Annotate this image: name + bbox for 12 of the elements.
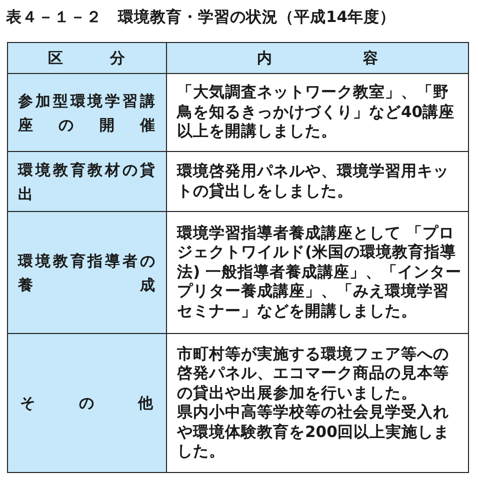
column-header: 区 分 [48,48,126,69]
content-text: 市町村等が実施する環境フェア等への啓発パネル、エコマーク商品の見本等の貸出や出展参加を行いました。 [177,344,450,403]
table-title: 表４－１－２ 環境教育・学習の状況（平成14年度） [6,7,396,28]
category-label: 参加型環境学習講座の開催 [18,90,156,136]
content-text: 「大気調査ネットワーク教室」、「野鳥を知るきっかけづくり」など40講座以上を開講しました。 [177,83,456,142]
content-text: 環境啓発用パネルや、環境学習用キットの貸出しをしました。 [177,162,450,201]
column-header: 内 容 [257,48,378,69]
category-label: その他 [20,393,154,414]
content-text: 環境学習指導者養成講座として 「プロジェクトワイルド(米国の環境教育指導法) 一般指導者養成講座」、「インタープリター養成講座」、「みえ環境学習セミナー」などを開講しました。 [177,224,462,322]
category-label: 環境教育指導者の養成 [18,250,156,296]
content-text: 県内小中高等学校等の社会見学受入れや環境体験教育を200回以上実施しました。 [177,403,450,462]
category-label: 環境教育教材の貸出 [18,160,156,204]
